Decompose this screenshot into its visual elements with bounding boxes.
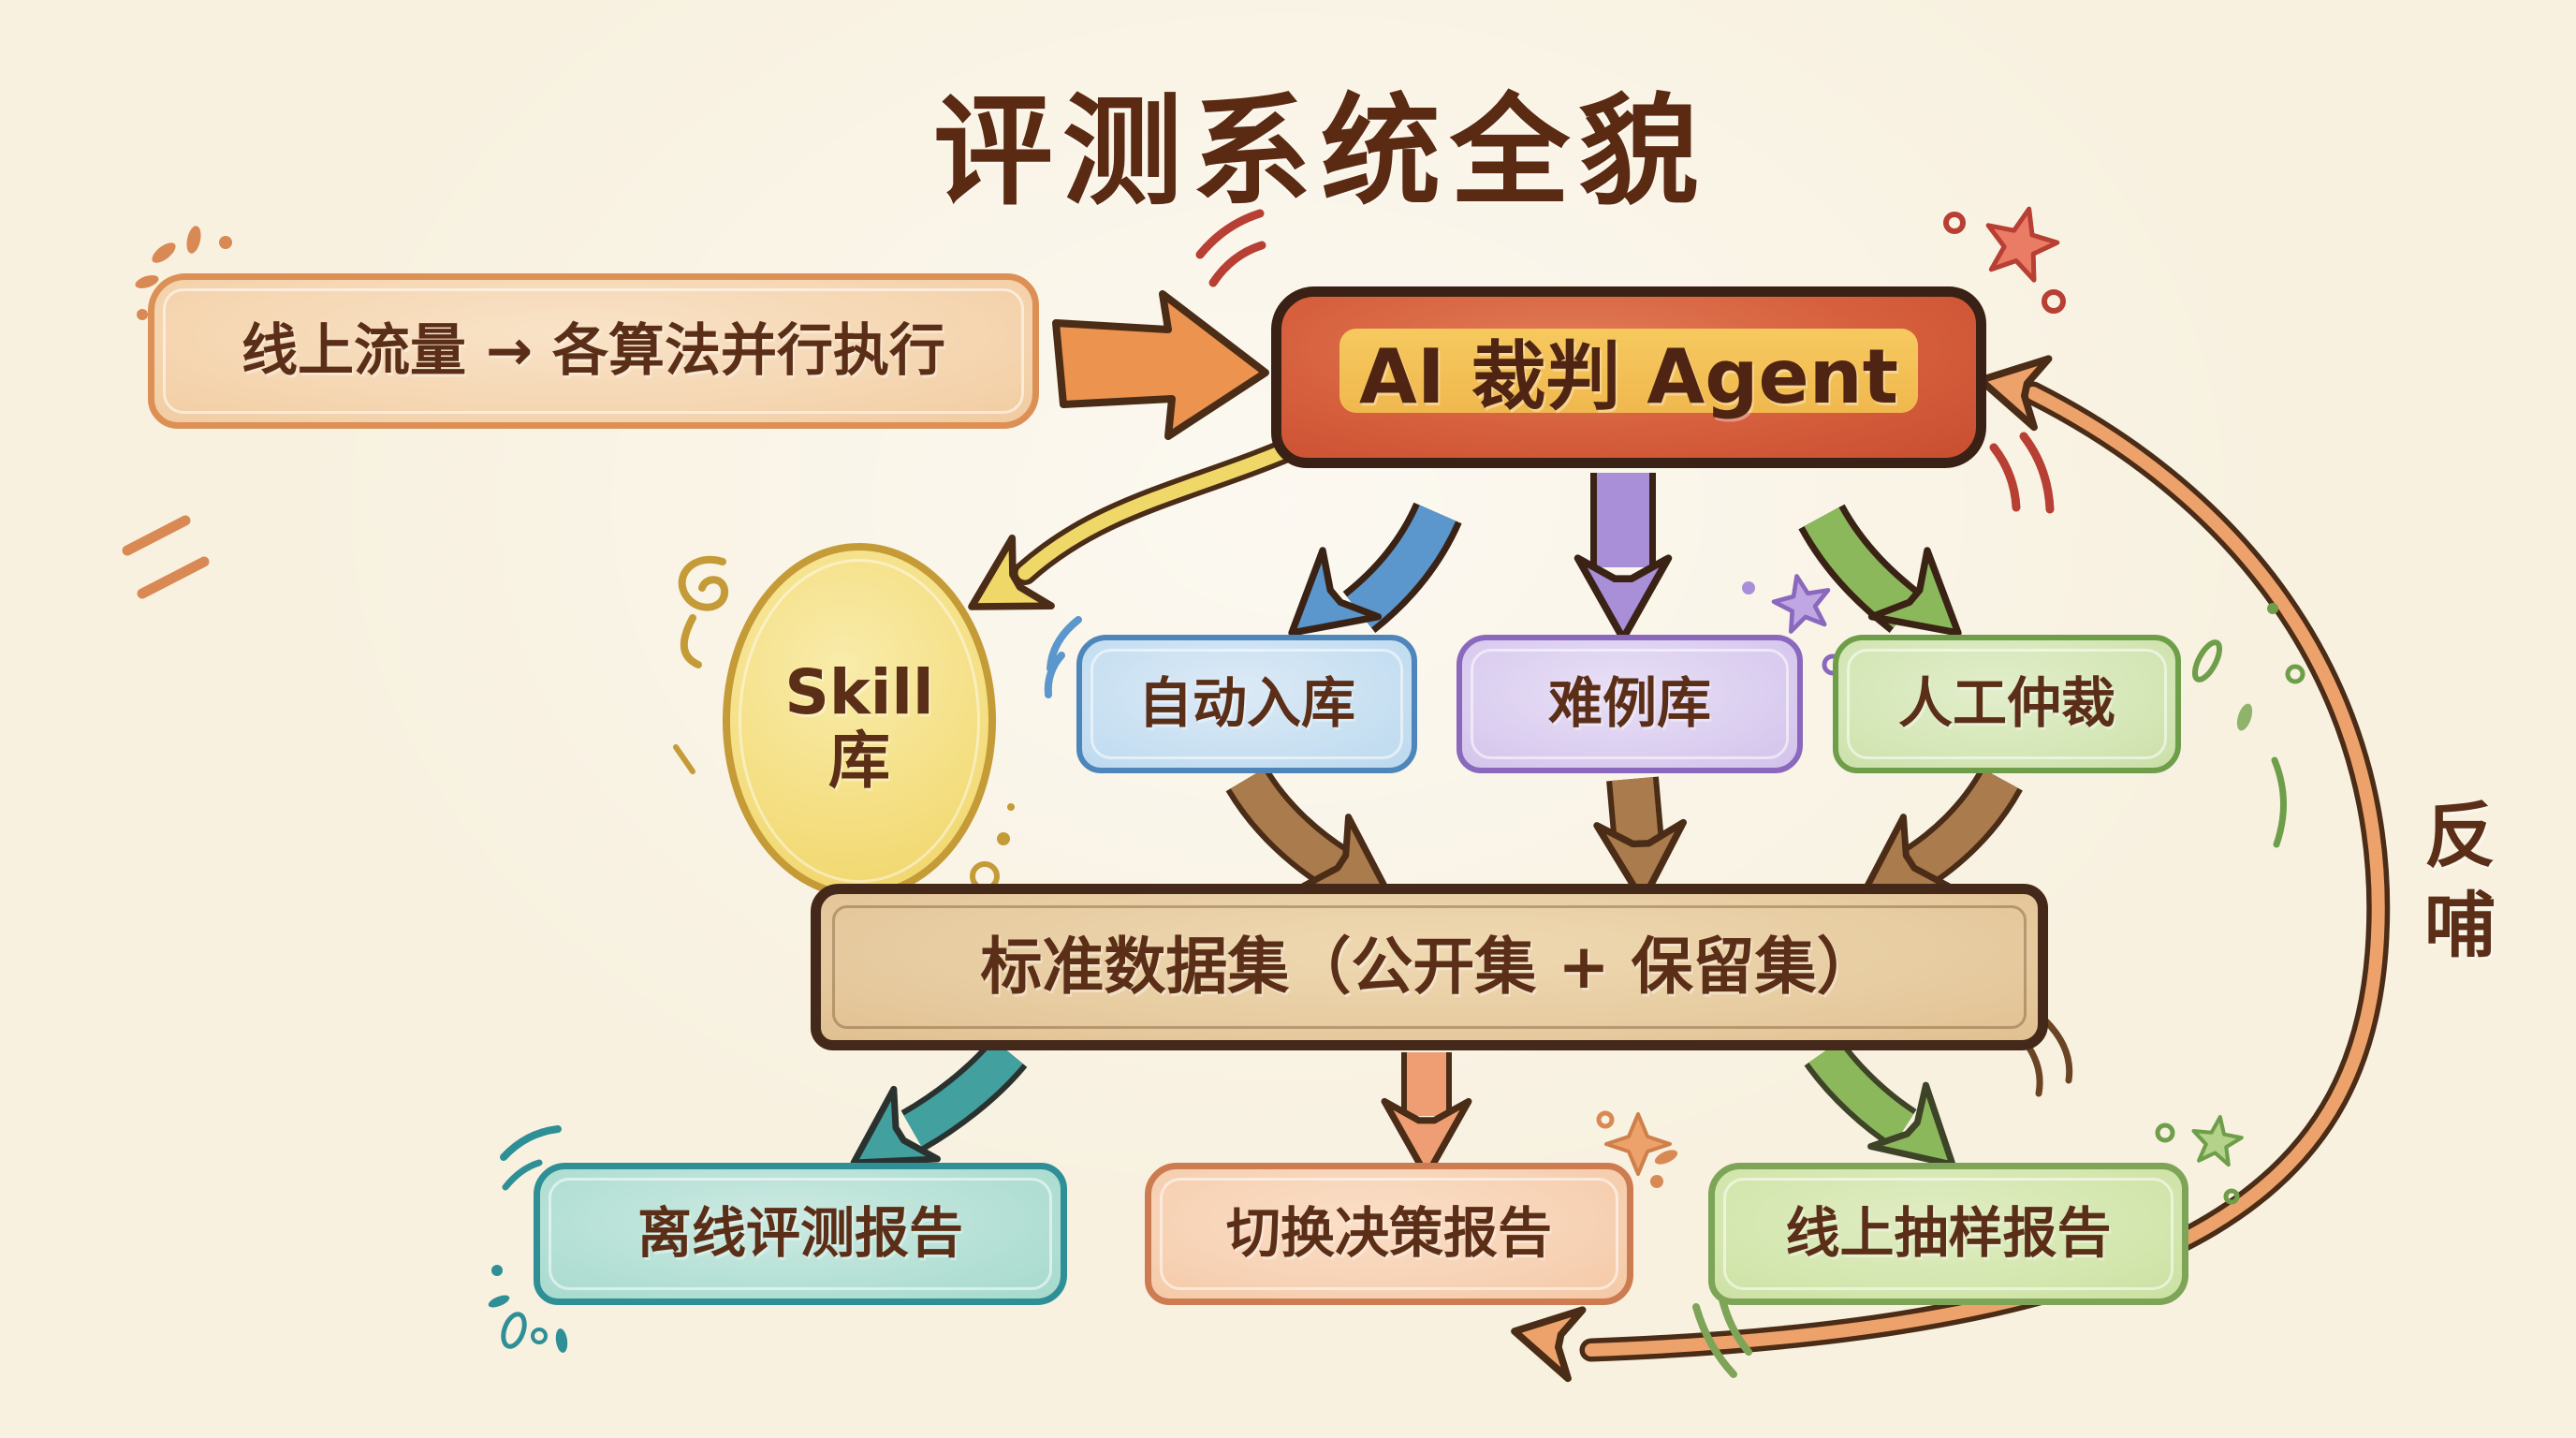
bubbles-icon [970,803,1015,891]
node-switch-decision-report: 切换决策报告 [1145,1163,1633,1305]
arrow-manual-to-dataset-icon [1842,767,2023,926]
blue-speed-lines-icon [1044,616,1082,698]
arrow-judge-to-skill-icon [952,428,1323,640]
node-manual-arbitration: 人工仲裁 [1833,635,2181,773]
sparkle-burst-icon [135,226,232,320]
arrow-dataset-to-offline-icon [832,1036,1028,1197]
node-skill-library-label-line1: Skill [784,656,934,729]
arrow-hardcases-to-dataset-icon [1597,776,1686,902]
page-title: 评测系统全貌 [932,82,1708,222]
node-standard-dataset-label: 标准数据集（公开集 + 保留集） [980,930,1879,1003]
arrow-judge-to-hardcases-icon [1578,473,1669,638]
node-offline-eval-report-label: 离线评测报告 [637,1201,963,1266]
arrow-judge-to-manual-icon [1798,504,1986,666]
spiral-icon [673,556,728,774]
node-online-traffic-label: 线上流量 → 各算法并行执行 [241,318,946,384]
arrow-dataset-to-sampling-icon [1804,1038,1980,1196]
feedback-edge-label: 反哺 [2412,798,2496,977]
teal-doodles-icon [488,1125,568,1353]
node-online-traffic: 线上流量 → 各算法并行执行 [148,273,1039,429]
node-auto-store: 自动入库 [1076,635,1417,773]
node-online-sampling-report-label: 线上抽样报告 [1785,1201,2112,1266]
node-manual-arbitration-label: 人工仲裁 [1897,671,2115,736]
node-hard-case-library-label: 难例库 [1547,671,1711,736]
red-accents-icon [1195,200,2064,514]
green-star-icon [2155,1113,2244,1205]
green-speed-lines-icon [1692,1296,1752,1378]
judge-highlight-band [1339,329,1918,413]
sparkle-diamond-icon [1596,1110,1678,1188]
node-ai-judge-agent: AI 裁判 Agent [1271,286,1986,468]
node-skill-library-label-line2: 库 [828,725,890,797]
arrow-dataset-to-switch-icon [1384,1052,1469,1176]
node-auto-store-label: 自动入库 [1137,671,1355,736]
node-ai-judge-agent-label: AI 裁判 Agent [1358,333,1898,420]
arrow-judge-to-autostore-icon [1264,502,1462,666]
arrow-autostore-to-dataset-icon [1225,766,1410,926]
green-doodles-icon [2191,603,2305,848]
node-online-sampling-report: 线上抽样报告 [1708,1163,2188,1305]
node-offline-eval-report: 离线评测报告 [534,1163,1067,1305]
node-hard-case-library: 难例库 [1456,635,1803,773]
node-standard-dataset: 标准数据集（公开集 + 保留集） [811,884,2048,1050]
speed-lines-icon [122,515,210,599]
node-skill-library: Skill 库 [723,543,996,899]
node-switch-decision-report-label: 切换决策报告 [1225,1201,1552,1266]
arrow-traffic-to-judge-icon [1052,290,1269,440]
